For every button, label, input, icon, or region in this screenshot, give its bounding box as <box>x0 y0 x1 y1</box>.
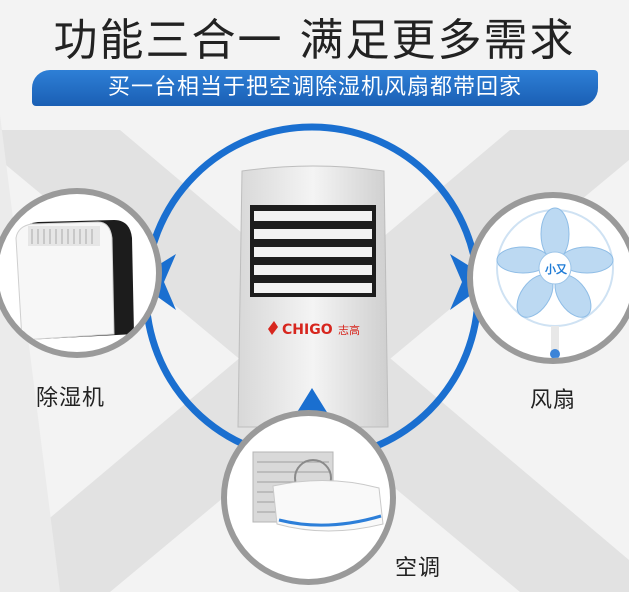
page-title: 功能三合一 满足更多需求 <box>53 15 576 66</box>
fan-logo: 小又 <box>544 262 568 276</box>
ac-circle <box>221 410 396 585</box>
air-cooler-unit: CHIGO 志高 <box>237 165 389 428</box>
brand-cn: 志高 <box>338 323 360 337</box>
label-dehumidifier: 除湿机 <box>36 386 106 411</box>
label-fan: 风扇 <box>530 388 577 413</box>
label-ac: 空调 <box>395 556 442 581</box>
fan-circle: 小又 <box>467 192 629 364</box>
fan-icon: 小又 <box>496 207 614 358</box>
dehumidifier-circle <box>0 188 162 358</box>
air-conditioner-icon <box>252 451 384 532</box>
dehumidifier-icon <box>15 220 134 341</box>
brand-name: CHIGO <box>282 322 333 338</box>
subtitle-banner: 买一台相当于把空调除湿机风扇都带回家 <box>32 70 598 106</box>
